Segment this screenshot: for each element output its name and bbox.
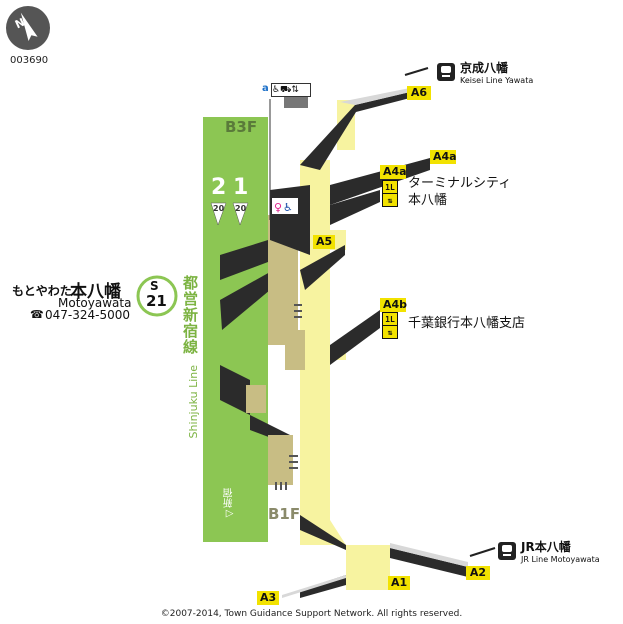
platform-area bbox=[203, 117, 268, 542]
exit-a4a[interactable]: A4a bbox=[430, 150, 457, 164]
compass-icon: N bbox=[6, 6, 50, 50]
station-name-jp: 本八幡 bbox=[70, 282, 121, 302]
phone-icon: ☎ bbox=[30, 308, 44, 321]
elevator-a4b-icon: 1L bbox=[382, 312, 398, 326]
stair-block bbox=[246, 385, 266, 413]
restroom-icon bbox=[272, 198, 298, 214]
facility-icons: ♿⛟⇅ bbox=[271, 83, 311, 97]
floor-label-b3f: B3F bbox=[225, 118, 258, 136]
station-name-en: Motoyawata bbox=[58, 296, 132, 310]
track-cars-2: 20 bbox=[213, 204, 225, 213]
exit-passage-a2 bbox=[390, 548, 468, 577]
exit-a1[interactable]: A1 bbox=[388, 576, 410, 590]
exit-passage-a4b bbox=[330, 310, 380, 365]
platform-stair-shadow bbox=[220, 272, 270, 330]
station-badge-number: 21 bbox=[146, 292, 167, 310]
landmark-terminal-city-line1: ターミナルシティ bbox=[408, 176, 512, 191]
jr-name-en: JR Line Motoyawata bbox=[521, 555, 600, 564]
jr-arrow bbox=[469, 547, 496, 557]
elevator-a4a-car-icon: ⇅ bbox=[382, 193, 398, 207]
platform-2-marker bbox=[210, 202, 227, 226]
floor-label-b1f: B1F bbox=[268, 505, 301, 523]
landmark-chiba-bank: 千葉銀行本八幡支店 bbox=[408, 316, 526, 331]
facility-box bbox=[284, 96, 308, 108]
exit-a2[interactable]: A2 bbox=[466, 566, 490, 580]
jr-destination: JR本八幡 JR Line Motoyawata bbox=[498, 538, 600, 564]
track-number-1: 1 bbox=[233, 175, 249, 200]
exit-passage-a6-top bbox=[340, 88, 410, 105]
landmark-terminal-city: ターミナルシティ 本八幡 bbox=[408, 175, 511, 209]
exit-passage-a4a-2 bbox=[330, 190, 380, 225]
line-name-en: Shinjuku Line bbox=[187, 365, 200, 439]
exit-a5[interactable]: A5 bbox=[313, 235, 335, 249]
keisei-name-en: Keisei Line Yawata bbox=[460, 76, 534, 85]
direction-shinjuku: ◁新宿 bbox=[224, 488, 235, 519]
station-reading: もとやわた bbox=[12, 284, 72, 298]
exit-a6[interactable]: A6 bbox=[407, 86, 431, 100]
elevator-a4b-car-icon: ⇅ bbox=[382, 325, 398, 339]
svg-text:♀: ♀ bbox=[274, 201, 282, 214]
facility-key-letter: a bbox=[262, 83, 269, 94]
stair-block bbox=[285, 330, 305, 370]
station-phone: 047-324-5000 bbox=[45, 308, 131, 322]
copyright: ©2007-2014, Town Guidance Support Networ… bbox=[160, 609, 463, 619]
elevator-a4a-icon: 1L bbox=[382, 180, 398, 194]
a1-plaza bbox=[346, 545, 390, 590]
platform-stair-shadow bbox=[220, 365, 250, 415]
wheelchair-icon: ♿ bbox=[272, 85, 281, 95]
stroller-icon: ⛟ bbox=[280, 85, 292, 95]
track-number-2: 2 bbox=[211, 175, 227, 200]
exit-a4a-elevator[interactable]: A4a bbox=[380, 165, 407, 179]
landmark-terminal-city-line2: 本八幡 bbox=[408, 193, 448, 208]
exit-a4b[interactable]: A4b bbox=[380, 298, 407, 312]
exit-a3[interactable]: A3 bbox=[257, 591, 279, 605]
exit-passage-bottom bbox=[300, 515, 346, 550]
exit-passage-a3-top bbox=[282, 575, 346, 598]
track-cars-1: 20 bbox=[235, 204, 247, 213]
station-badge-letter: S bbox=[150, 279, 159, 293]
map-id: 003690 bbox=[10, 55, 49, 66]
platform-stair-shadow bbox=[220, 240, 268, 280]
stair-block bbox=[268, 435, 293, 485]
svg-text:♿: ♿ bbox=[283, 201, 293, 214]
jr-name-jp: JR本八幡 bbox=[521, 540, 571, 554]
train-icon bbox=[437, 63, 455, 81]
keisei-destination: 京成八幡 Keisei Line Yawata bbox=[437, 59, 533, 85]
keisei-arrow bbox=[404, 67, 429, 76]
station-number-circle bbox=[136, 275, 178, 317]
exit-passage-a5 bbox=[300, 245, 345, 290]
exit-passage-a2-top bbox=[390, 543, 468, 567]
train-icon bbox=[498, 542, 516, 560]
platform-1-marker bbox=[232, 202, 249, 226]
line-name-jp: 都営新宿線 bbox=[181, 275, 199, 355]
keisei-name-jp: 京成八幡 bbox=[460, 61, 509, 75]
elevator-icon: ⇅ bbox=[291, 85, 299, 95]
exit-passage-a6 bbox=[300, 92, 410, 170]
